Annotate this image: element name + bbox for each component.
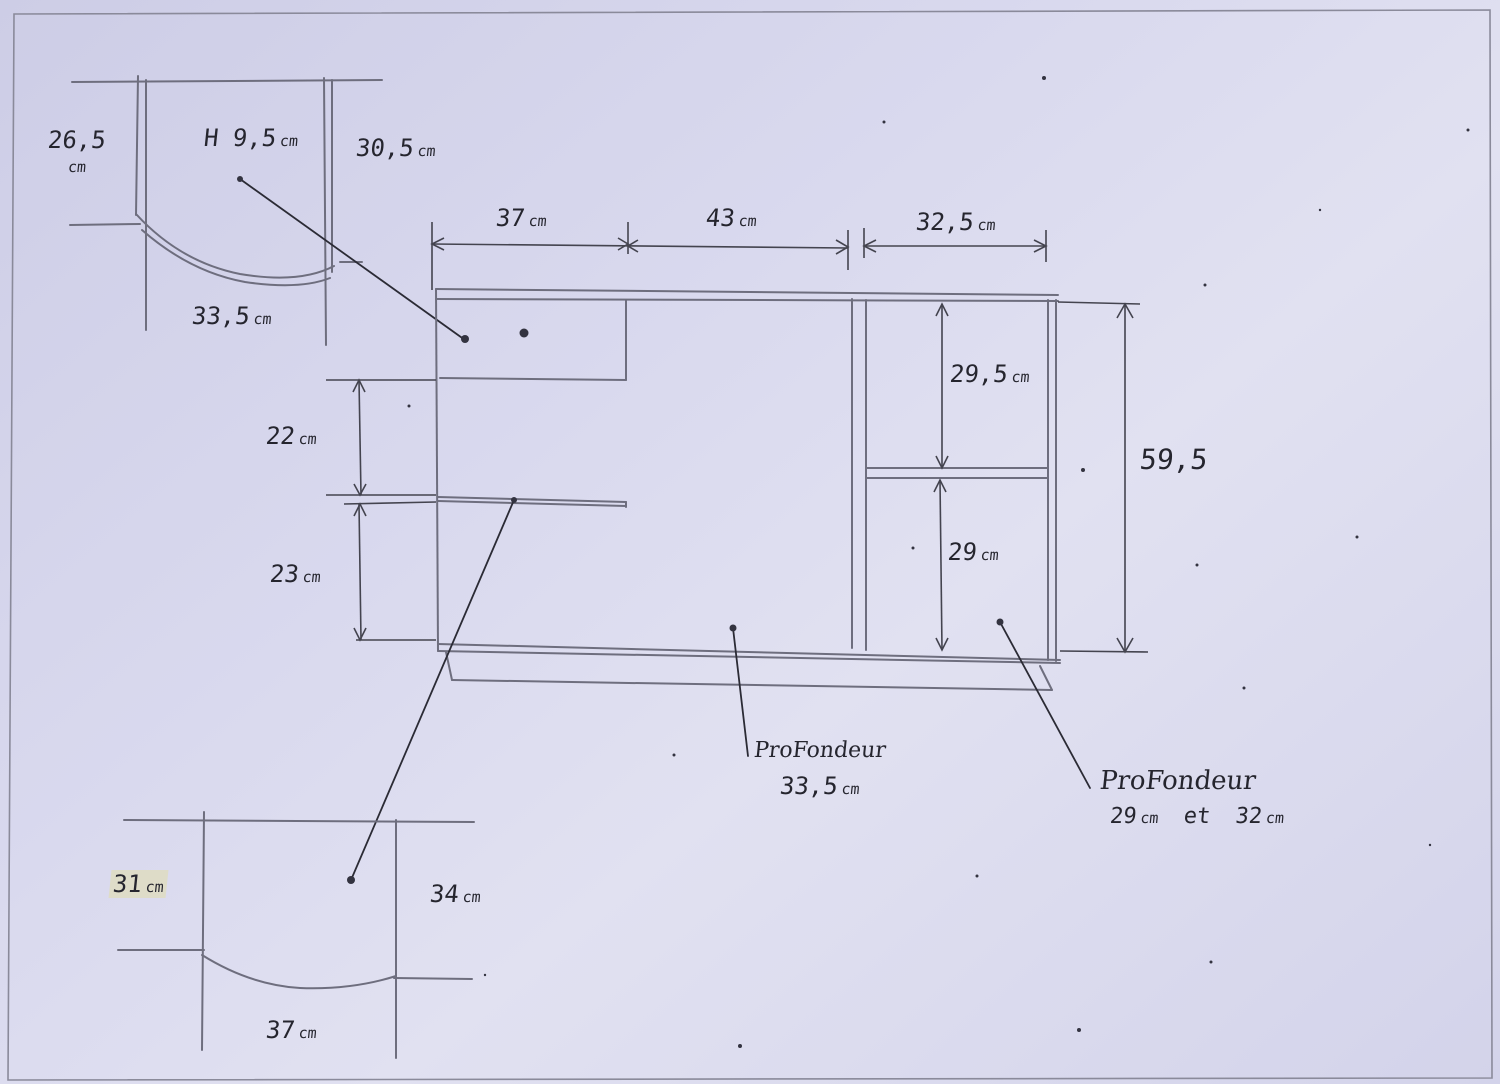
shelf-detail-sketch <box>117 811 475 1059</box>
cabinet-sketch <box>435 288 1061 691</box>
drawer-front-width-label: 33,5cm <box>190 302 273 330</box>
drawer-height-label: H 9,5cm <box>202 124 299 152</box>
width-left-label: 37cm <box>494 204 548 232</box>
depth-middle-title: ProFondeur <box>752 738 888 763</box>
drawer-left-depth-label: 26,5 <box>46 126 108 154</box>
depth-middle-leader <box>732 627 749 757</box>
drawer-left-depth-unit: cm <box>67 158 88 176</box>
depth-right-title: ProFondeur <box>1098 766 1258 796</box>
paper-border <box>7 9 1493 1081</box>
drawer-leader-line <box>239 178 466 341</box>
height-lower-right-label: 29cm <box>946 538 1000 566</box>
total-height-label: 59,5 <box>1138 443 1210 476</box>
height-upper-left-label: 22cm <box>264 422 318 450</box>
width-right-label: 32,5cm <box>914 208 997 236</box>
drawer-detail-sketch <box>69 75 383 346</box>
total-height-dimension <box>1057 301 1149 654</box>
left-height-dimension <box>326 378 437 642</box>
height-upper-right-label: 29,5cm <box>948 360 1031 388</box>
shelf-left-depth-label: 31cm <box>108 870 169 898</box>
depth-right-leader <box>999 621 1091 789</box>
right-inner-dimension <box>933 302 949 652</box>
depth-middle-value: 33,5cm <box>778 772 861 800</box>
height-lower-left-label: 23cm <box>268 560 322 588</box>
shelf-front-width-label: 37cm <box>264 1016 318 1044</box>
width-middle-label: 43cm <box>704 204 758 232</box>
drawer-right-depth-label: 30,5cm <box>354 134 437 162</box>
shelf-leader-line <box>350 499 515 881</box>
width-dimension-lines <box>430 222 1048 290</box>
paper-specks <box>407 76 1470 1048</box>
shelf-right-depth-label: 34cm <box>428 880 482 908</box>
